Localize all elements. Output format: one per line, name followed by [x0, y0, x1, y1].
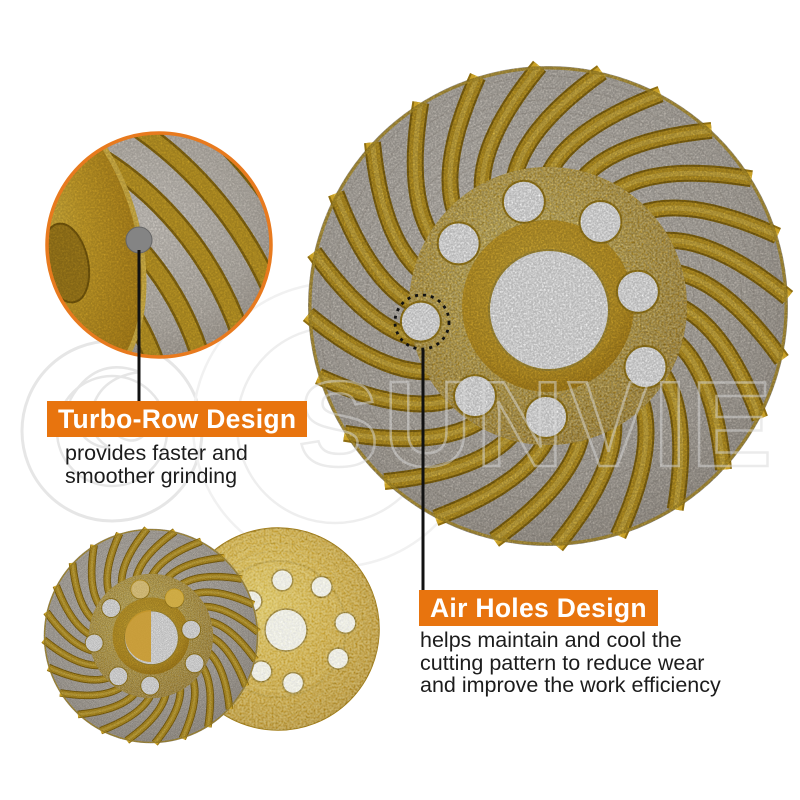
watermark-text: SUNVIE — [298, 356, 776, 492]
turbo-row-marker-dot — [125, 226, 153, 254]
inset-magnifier — [45, 131, 273, 359]
magnifier-ring — [45, 131, 273, 359]
air-holes-description-line: cutting pattern to reduce wear — [420, 650, 705, 675]
air-holes-description-line: and improve the work efficiency — [420, 673, 721, 698]
small-wheel-front-view — [44, 529, 259, 744]
air-holes-description-line: helps maintain and cool the — [420, 628, 682, 652]
air-holes-description: helps maintain and cool the cutting patt… — [420, 629, 721, 697]
dotted-highlight-circle — [393, 293, 451, 351]
turbo-row-description: provides faster and smoother grinding — [65, 442, 248, 487]
turbo-row-description-line: provides faster and — [65, 441, 248, 465]
turbo-row-title-badge: Turbo-Row Design — [47, 401, 308, 437]
turbo-row-description-line: smoother grinding — [65, 463, 238, 488]
air-holes-title-badge: Air Holes Design — [419, 590, 658, 626]
